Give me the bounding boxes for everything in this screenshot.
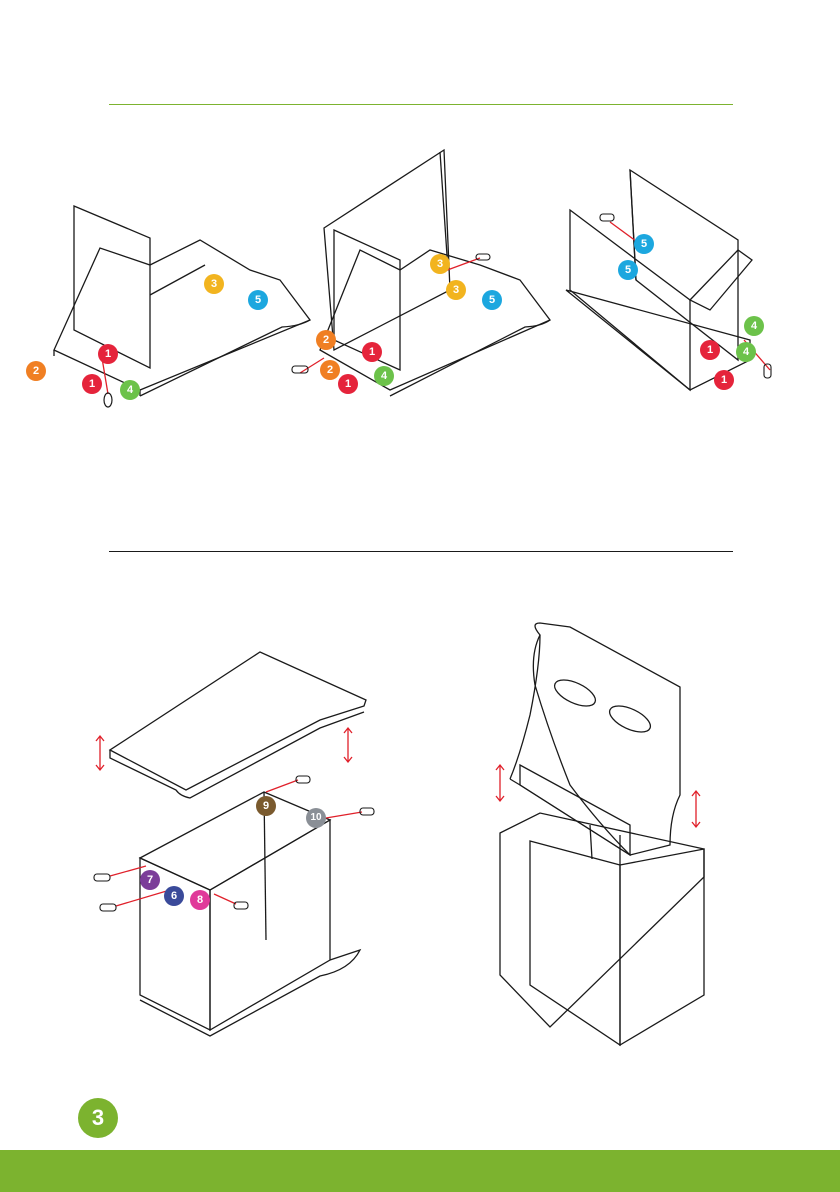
part-badge-5: 5 (482, 290, 502, 310)
part-badge-9: 9 (256, 796, 276, 816)
part-badge-1: 1 (714, 370, 734, 390)
part-badge-2: 2 (320, 360, 340, 380)
part-badge-1: 1 (98, 344, 118, 364)
part-badge-3: 3 (430, 254, 450, 274)
footer-bar (0, 1150, 840, 1192)
part-badge-5: 5 (618, 260, 638, 280)
part-badge-5: 5 (634, 234, 654, 254)
part-badge-2: 2 (26, 361, 46, 381)
part-badge-2: 2 (316, 330, 336, 350)
part-badge-4: 4 (120, 380, 140, 400)
assembly-step-1-illustration: 1 1 2 3 4 5 (20, 130, 320, 430)
part-badge-10: 10 (306, 808, 326, 828)
part-badge-4: 4 (374, 366, 394, 386)
section-divider-top (109, 104, 733, 105)
step-5-drawing (480, 615, 730, 1055)
step-1-drawing (20, 130, 320, 430)
part-badge-6: 6 (164, 886, 184, 906)
assembly-step-4-illustration: 7 6 8 9 10 (80, 640, 400, 1040)
part-badge-1: 1 (82, 374, 102, 394)
part-badge-4: 4 (736, 342, 756, 362)
step-3-drawing (560, 160, 830, 400)
part-badge-5: 5 (248, 290, 268, 310)
assembly-step-3-illustration: 5 5 4 4 1 1 (560, 160, 830, 400)
assembly-step-5-illustration (480, 615, 730, 1055)
assembly-step-2-illustration: 1 1 2 2 3 3 4 5 (280, 140, 570, 410)
section-divider-middle (109, 551, 733, 552)
step-4-drawing (80, 640, 400, 1040)
part-badge-1: 1 (700, 340, 720, 360)
part-badge-4: 4 (744, 316, 764, 336)
page-number-badge: 3 (78, 1098, 118, 1138)
part-badge-3: 3 (446, 280, 466, 300)
part-badge-8: 8 (190, 890, 210, 910)
part-badge-1: 1 (338, 374, 358, 394)
part-badge-3: 3 (204, 274, 224, 294)
part-badge-7: 7 (140, 870, 160, 890)
part-badge-1: 1 (362, 342, 382, 362)
